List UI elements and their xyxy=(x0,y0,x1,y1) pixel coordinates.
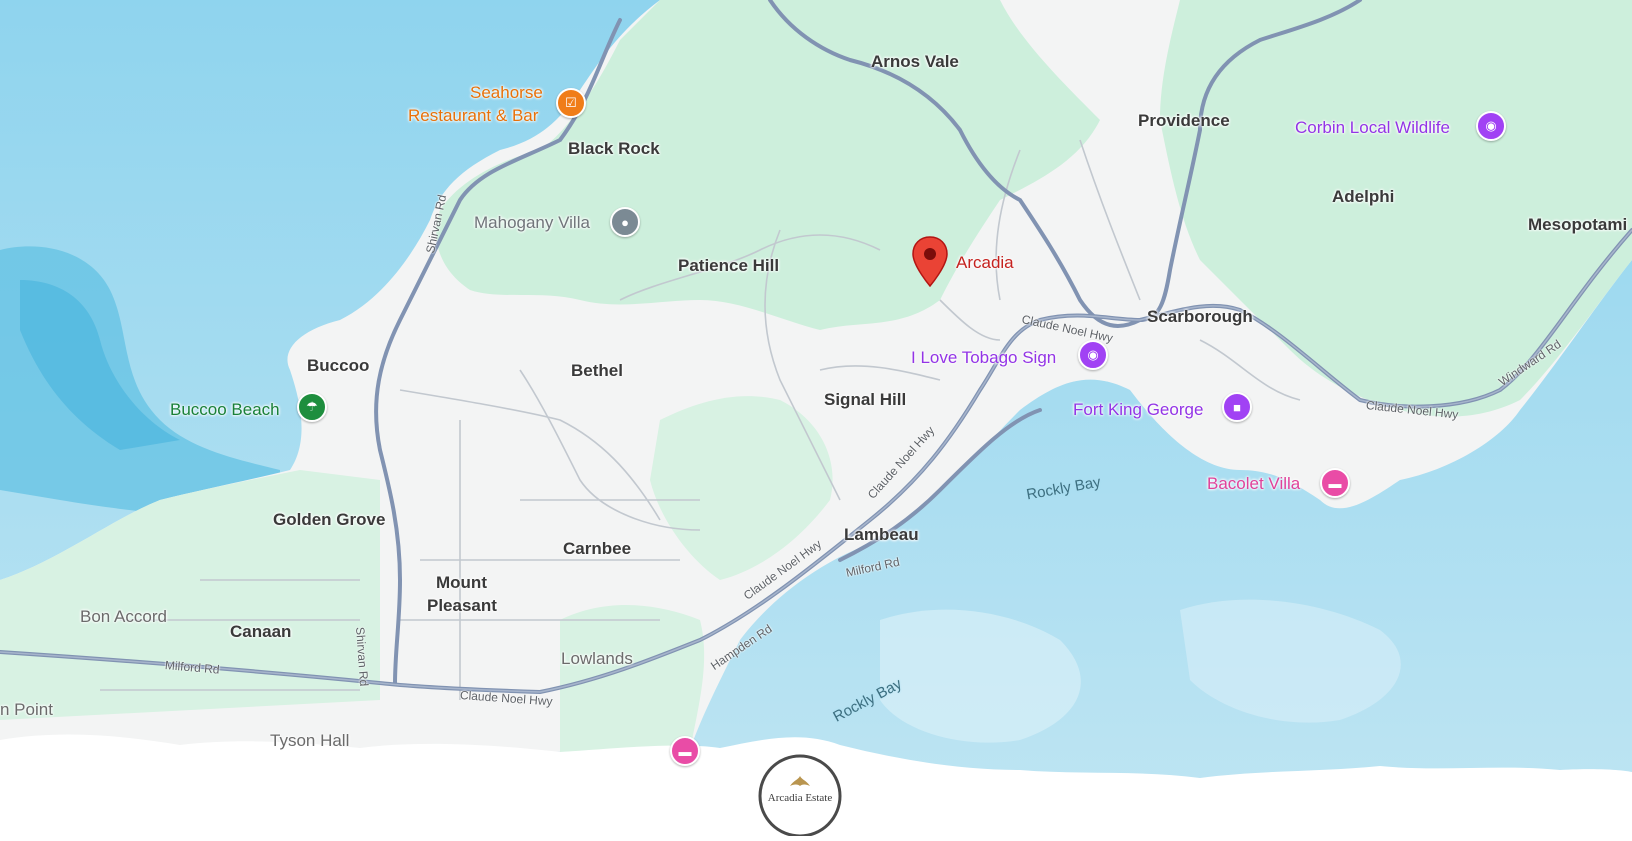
park-east xyxy=(1160,0,1632,417)
place-buccoo[interactable]: Buccoo xyxy=(307,356,370,375)
place-patience-hill[interactable]: Patience Hill xyxy=(678,256,780,275)
place-signal-hill[interactable]: Signal Hill xyxy=(824,390,907,409)
camera-icon[interactable]: ◉ xyxy=(1078,340,1108,370)
place-mount-pleasant-line2[interactable]: Pleasant xyxy=(427,596,497,615)
park-central xyxy=(650,396,833,580)
place-scarborough[interactable]: Scarborough xyxy=(1147,307,1253,326)
logo-text: Arcadia Estate xyxy=(767,792,833,804)
beach-icon[interactable]: ☂ xyxy=(297,392,327,422)
place-mesopotamia[interactable]: Mesopotami xyxy=(1528,215,1628,234)
location-marker-icon[interactable] xyxy=(912,236,948,288)
highway-inner xyxy=(0,229,1632,693)
place-bon-accord[interactable]: Bon Accord xyxy=(80,607,167,626)
place-black-rock[interactable]: Black Rock xyxy=(568,139,660,158)
park-south xyxy=(560,605,705,752)
cloud-wisps xyxy=(880,609,1081,743)
place-carnbee[interactable]: Carnbee xyxy=(563,539,632,558)
camera-icon[interactable]: ◉ xyxy=(1476,111,1506,141)
minor-roads xyxy=(100,139,1301,700)
hotel-icon[interactable]: ▬ xyxy=(670,736,700,766)
poi-corbin-local-wildlife[interactable]: Corbin Local Wildlife xyxy=(1295,118,1450,137)
place-adelphi[interactable]: Adelphi xyxy=(1332,187,1395,206)
restaurant-icon[interactable]: ☑ xyxy=(556,88,586,118)
poi-mahogany-villa[interactable]: Mahogany Villa xyxy=(474,213,590,232)
road-providence xyxy=(1138,0,1362,322)
poi-fort-king-george[interactable]: Fort King George xyxy=(1073,400,1204,419)
place-bethel[interactable]: Bethel xyxy=(571,361,623,380)
place-golden-grove[interactable]: Golden Grove xyxy=(273,510,386,529)
arcadia-estate-logo: Arcadia Estate xyxy=(754,750,846,838)
place-canaan[interactable]: Canaan xyxy=(230,622,292,641)
hotel-icon[interactable]: ▬ xyxy=(1320,468,1350,498)
place-point[interactable]: n Point xyxy=(0,700,53,719)
museum-icon[interactable]: ■ xyxy=(1222,392,1252,422)
road-arnos xyxy=(768,0,1142,328)
poi-seahorse-line1[interactable]: Seahorse xyxy=(470,83,543,102)
poi-buccoo-beach[interactable]: Buccoo Beach xyxy=(170,400,280,419)
place-lambeau[interactable]: Lambeau xyxy=(844,525,919,544)
road-shirvan xyxy=(374,18,622,686)
place-tyson-hall[interactable]: Tyson Hall xyxy=(270,731,350,750)
poi-seahorse-line2[interactable]: Restaurant & Bar xyxy=(408,106,539,125)
place-providence[interactable]: Providence xyxy=(1138,111,1230,130)
reef-inner xyxy=(20,280,180,450)
poi-i-love-tobago-sign[interactable]: I Love Tobago Sign xyxy=(911,348,1057,367)
place-arnos-vale[interactable]: Arnos Vale xyxy=(871,52,959,71)
location-icon[interactable]: ● xyxy=(610,207,640,237)
place-lowlands[interactable]: Lowlands xyxy=(561,649,633,668)
poi-bacolet-villa[interactable]: Bacolet Villa xyxy=(1207,474,1301,493)
road-milford-east xyxy=(838,408,1042,562)
place-mount-pleasant-line1[interactable]: Mount xyxy=(436,573,487,592)
place-arcadia[interactable]: Arcadia xyxy=(956,253,1014,272)
